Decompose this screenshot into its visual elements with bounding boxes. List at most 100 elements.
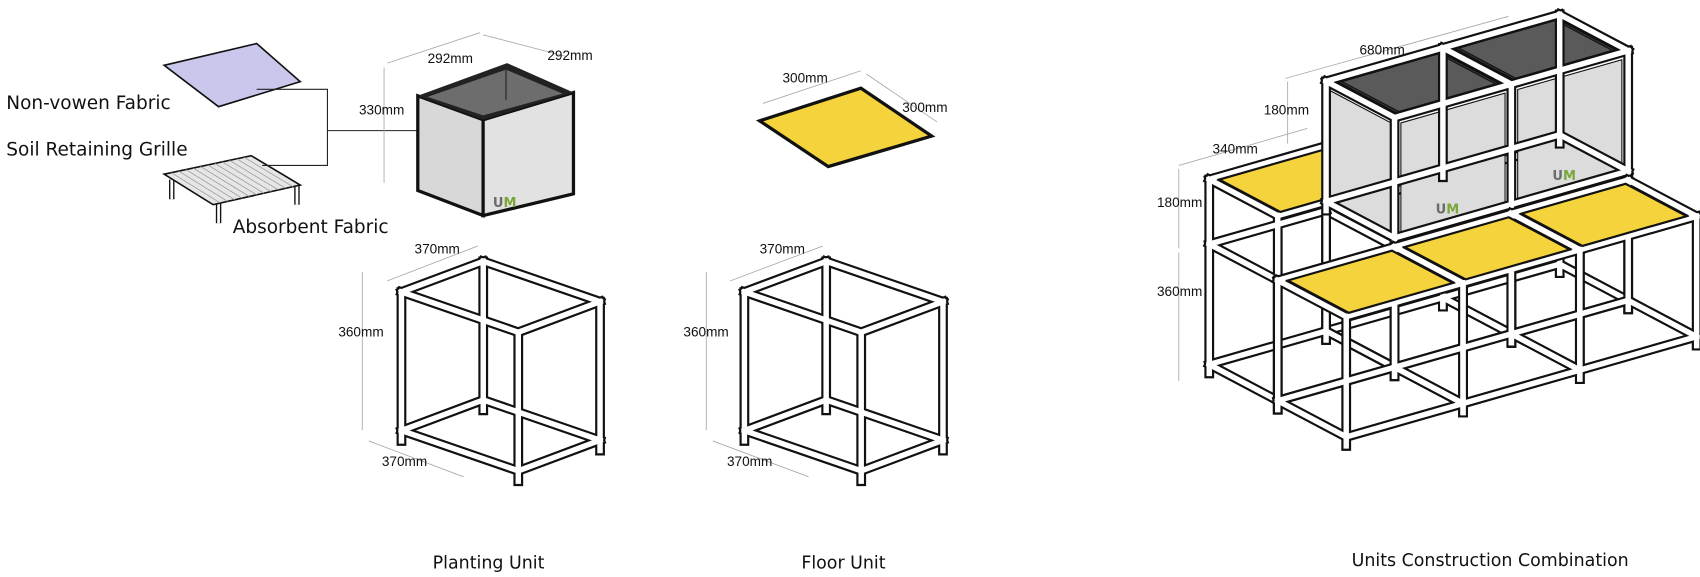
frame-tube — [1274, 397, 1350, 441]
connector-lines — [256, 88, 418, 167]
grille-bar — [178, 170, 228, 202]
frame-tube — [1322, 327, 1399, 371]
frame-tube — [822, 257, 947, 306]
grille-bar — [207, 164, 257, 196]
dim-floor-height: 360mm — [683, 324, 728, 339]
frame-tube — [1556, 260, 1632, 305]
deck-floor-tile — [1284, 249, 1456, 314]
dim-box-width: 292mm — [428, 51, 473, 66]
upper-box-frame — [1319, 7, 1635, 252]
frame-tube — [1439, 44, 1516, 88]
deck-floor-tile — [1518, 182, 1690, 248]
frame-tube — [740, 257, 830, 296]
dim-combination-box-height: 180mm — [1264, 102, 1309, 117]
logo-u: U — [1552, 169, 1563, 184]
frame-tube — [1508, 176, 1632, 217]
grille-bar — [243, 156, 294, 188]
frame-tube — [1391, 330, 1515, 371]
frame-tube — [1576, 333, 1700, 374]
frame-tube — [1576, 212, 1700, 254]
planting-unit-frame — [395, 255, 607, 487]
dim-combination-base-height: 360mm — [1157, 284, 1202, 299]
grille-bar — [192, 167, 243, 199]
frame-tube — [1391, 210, 1515, 251]
deck-floor-tile — [1401, 216, 1573, 281]
logo-m: M — [1563, 169, 1576, 184]
logo-u: U — [1436, 203, 1447, 218]
frame-tube — [822, 396, 947, 444]
frame-tube — [1274, 276, 1350, 321]
non-woven-fabric-sheet — [162, 42, 302, 108]
frame-tube — [1624, 296, 1700, 341]
floor-tile — [755, 70, 938, 169]
frame-tube — [1342, 279, 1467, 320]
planting-box: UM — [383, 32, 576, 218]
frame-tube — [1507, 330, 1584, 374]
frame-tube — [1205, 360, 1282, 405]
frame-tube — [397, 257, 487, 296]
frame-tube — [1322, 77, 1399, 122]
dim-planting-height: 360mm — [338, 324, 383, 339]
frame-tube — [857, 298, 947, 336]
dim-planting-width: 370mm — [415, 242, 460, 257]
brand-logo: UM — [493, 196, 517, 211]
label-soil-retaining-grille: Soil Retaining Grille — [6, 140, 187, 161]
label-absorbent-fabric: Absorbent Fabric — [233, 217, 389, 238]
dim-combination-length: 680mm — [1360, 42, 1405, 57]
brand-logo: UM — [1436, 203, 1460, 218]
frame-tube — [1556, 10, 1632, 55]
frame-tube — [1322, 206, 1399, 251]
frame-tube — [1274, 363, 1398, 405]
frame-tube — [740, 288, 865, 336]
unit-dimension-lines — [361, 245, 823, 478]
frame-tube — [479, 396, 604, 444]
soil-retaining-grille — [161, 154, 303, 224]
dim-combination-step-height: 180mm — [1157, 195, 1202, 210]
dim-tile-depth: 300mm — [902, 100, 947, 115]
frame-tube — [1205, 207, 1330, 248]
grille-bar — [236, 158, 286, 189]
frame-tube — [1205, 175, 1282, 220]
frame-tube — [1556, 131, 1632, 175]
frame-tube — [1274, 243, 1398, 284]
frame-tube — [1507, 209, 1584, 254]
frame-tube — [398, 427, 522, 475]
frame-tube — [514, 298, 604, 336]
frame-tube — [857, 436, 947, 475]
frame-tube — [740, 427, 865, 475]
brand-logo: UM — [1552, 169, 1576, 184]
floor-frame-tubes — [738, 255, 950, 487]
frame-tube — [1322, 197, 1399, 242]
dim-floor-width: 370mm — [760, 242, 805, 257]
dim-box-height: 330mm — [359, 102, 404, 117]
title-floor-unit: Floor Unit — [801, 553, 885, 573]
grille-bar — [221, 161, 272, 192]
logo-m: M — [1446, 203, 1459, 218]
frame-tube — [1508, 297, 1632, 338]
title-units-combination: Units Construction Combination — [1352, 551, 1629, 571]
frame-tube — [397, 396, 487, 435]
frame-tube — [1390, 243, 1467, 287]
title-planting-unit: Planting Unit — [433, 553, 545, 573]
frame-tube — [1205, 240, 1282, 285]
dim-floor-depth: 370mm — [727, 454, 772, 469]
planting-frame-tubes — [395, 255, 607, 487]
frame-tube — [1205, 142, 1330, 183]
grille-bar — [229, 159, 279, 191]
frame-tube — [1342, 400, 1467, 441]
frame-tube — [1459, 246, 1584, 287]
frame-tube — [740, 396, 830, 435]
floor-unit-frame — [738, 255, 950, 487]
dim-combination-step-depth: 340mm — [1213, 142, 1258, 157]
grille-bar — [185, 169, 236, 201]
frame-tube — [1390, 363, 1467, 408]
combination-dimension-lines — [1178, 15, 1509, 382]
frame-tube — [1439, 293, 1516, 338]
frame-tube — [398, 288, 522, 336]
frame-tube — [1205, 327, 1330, 368]
grille-bar — [214, 163, 265, 194]
grille-bar — [200, 166, 250, 197]
dim-tile-width: 300mm — [783, 71, 828, 86]
